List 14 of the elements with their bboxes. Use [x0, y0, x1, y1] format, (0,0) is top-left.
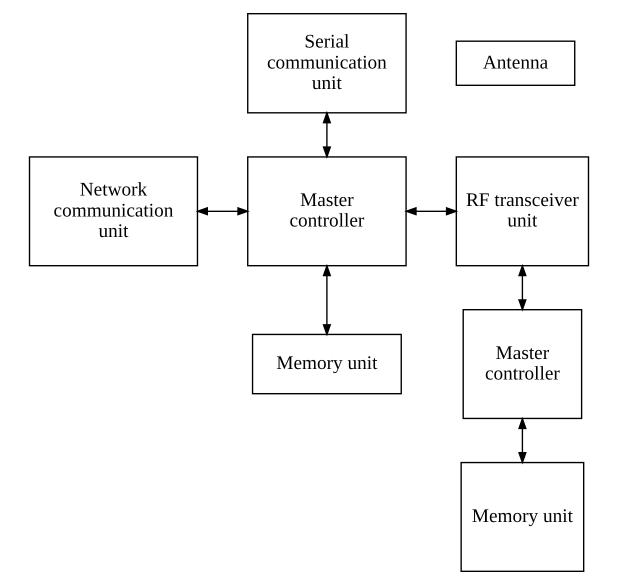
node-box: Master controller: [247, 156, 407, 266]
node-box: Memory unit: [252, 334, 402, 394]
node-box: Network communication unit: [28, 156, 198, 266]
node-box: Antenna: [456, 40, 576, 86]
node-box: RF transceiver unit: [456, 156, 590, 266]
arrow: [322, 110, 332, 159]
arrow: [404, 206, 458, 216]
node-box: Master controller: [462, 309, 582, 420]
node-box: Memory unit: [460, 462, 584, 572]
arrow: [196, 206, 250, 216]
node-box: Serial communication unit: [247, 13, 407, 114]
arrow: [518, 416, 527, 464]
arrow: [322, 264, 332, 336]
arrow: [518, 264, 527, 312]
